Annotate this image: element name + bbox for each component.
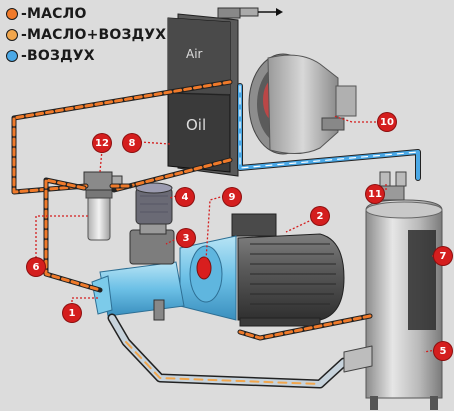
legend-label-air: -ВОЗДУХ xyxy=(21,48,95,64)
callout-9: 9 xyxy=(223,188,241,206)
legend-oil-air-icon xyxy=(6,29,18,41)
legend-item-oil: -МАСЛО xyxy=(6,4,166,24)
inlet-valve xyxy=(129,221,175,265)
oil-separator-tank xyxy=(365,171,443,410)
legend-label-oil: -МАСЛО xyxy=(21,6,87,22)
callout-6: 6 xyxy=(27,258,45,276)
motor-coupling xyxy=(179,235,237,321)
electric-motor xyxy=(231,213,345,327)
oil-lines xyxy=(11,79,373,341)
legend: -МАСЛО -МАСЛО+ВОЗДУХ -ВОЗДУХ xyxy=(6,4,166,67)
legend-item-air: -ВОЗДУХ xyxy=(6,46,166,66)
cooler-oil-label: Oil xyxy=(186,116,206,134)
oil-air-cooler: Air Oil xyxy=(167,7,283,177)
callout-11: 11 xyxy=(366,185,384,203)
callout-10: 10 xyxy=(378,113,396,131)
callout-12: 12 xyxy=(93,134,111,152)
air-filter xyxy=(135,182,173,225)
oil-filter xyxy=(85,189,113,241)
cooler-air-label: Air xyxy=(186,47,203,61)
legend-item-oil-air: -МАСЛО+ВОЗДУХ xyxy=(6,25,166,45)
callout-8: 8 xyxy=(123,134,141,152)
callout-3: 3 xyxy=(177,229,195,247)
callout-7: 7 xyxy=(434,247,452,265)
oil-air-line xyxy=(107,313,373,389)
callout-4: 4 xyxy=(176,188,194,206)
legend-air-icon xyxy=(6,50,18,62)
callout-5: 5 xyxy=(434,342,452,360)
air-lines xyxy=(237,83,421,181)
legend-label-oil-air: -МАСЛО+ВОЗДУХ xyxy=(21,27,167,43)
screw-compressor-block xyxy=(91,261,185,321)
callout-2: 2 xyxy=(311,207,329,225)
cooling-fan xyxy=(248,53,357,155)
thermostatic-valve xyxy=(83,171,123,191)
callout-1: 1 xyxy=(63,304,81,322)
legend-oil-icon xyxy=(6,8,18,20)
